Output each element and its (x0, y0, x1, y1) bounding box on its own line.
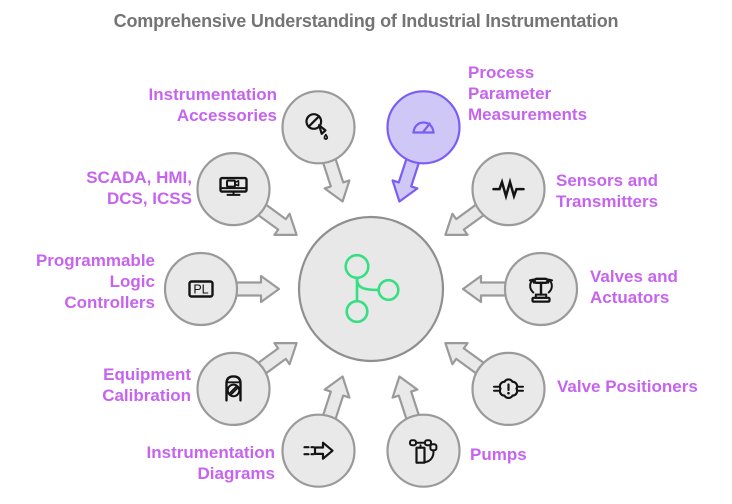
plc-icon: PL (188, 280, 214, 298)
hub[interactable] (297, 215, 445, 363)
gear-alert-icon (493, 378, 524, 400)
node-valve-positioners[interactable] (471, 351, 546, 426)
node-label-sensors-transmitters[interactable]: Sensors and Transmitters (556, 171, 659, 211)
gauge-icon (412, 121, 435, 134)
node-sensors-transmitters[interactable] (471, 152, 546, 227)
rotary-valve-icon (528, 277, 553, 303)
node-instrumentation-accessories[interactable] (281, 90, 356, 165)
waveform-icon (492, 177, 525, 201)
node-scada-hmi-dcs-icss[interactable] (196, 152, 271, 227)
node-label-instrumentation-diagrams[interactable]: Instrumentation Diagrams (146, 443, 275, 483)
node-programmable-logic-controllers[interactable]: PL (163, 251, 239, 327)
dashed-arrow-icon (303, 441, 334, 460)
node-label-process-parameter-measurements[interactable]: Process Parameter Measurements (468, 63, 588, 124)
node-valves-actuators[interactable] (503, 251, 579, 327)
hand-pump-icon (409, 439, 438, 464)
node-label-equipment-calibration[interactable]: Equipment Calibration (102, 365, 191, 405)
nodes-layer: PL (163, 90, 579, 488)
mind-map-icon (344, 253, 400, 324)
node-circle-programmable-logic-controllers[interactable] (163, 251, 239, 327)
calibrator-icon (225, 375, 242, 402)
node-label-valves-actuators[interactable]: Valves and Actuators (590, 267, 678, 307)
diagram-title: Comprehensive Understanding of Industria… (113, 11, 619, 31)
plc-icon-text: PL (193, 283, 208, 297)
node-label-instrumentation-accessories[interactable]: Instrumentation Accessories (148, 85, 277, 125)
node-label-programmable-logic-controllers[interactable]: Programmable Logic Controllers (35, 251, 155, 312)
node-label-valve-positioners[interactable]: Valve Positioners (557, 377, 698, 396)
node-pumps[interactable] (386, 413, 461, 488)
monitor-icon (219, 176, 248, 196)
node-circle-instrumentation-diagrams[interactable] (281, 413, 356, 488)
node-circle-process-parameter-measurements[interactable] (386, 90, 461, 165)
node-process-parameter-measurements[interactable] (386, 90, 461, 165)
dropper-icon (305, 113, 329, 141)
node-equipment-calibration[interactable] (196, 351, 271, 426)
node-instrumentation-diagrams[interactable] (281, 413, 356, 488)
node-label-scada-hmi-dcs-icss[interactable]: SCADA, HMI, DCS, ICSS (86, 168, 192, 208)
node-label-pumps[interactable]: Pumps (470, 445, 527, 464)
